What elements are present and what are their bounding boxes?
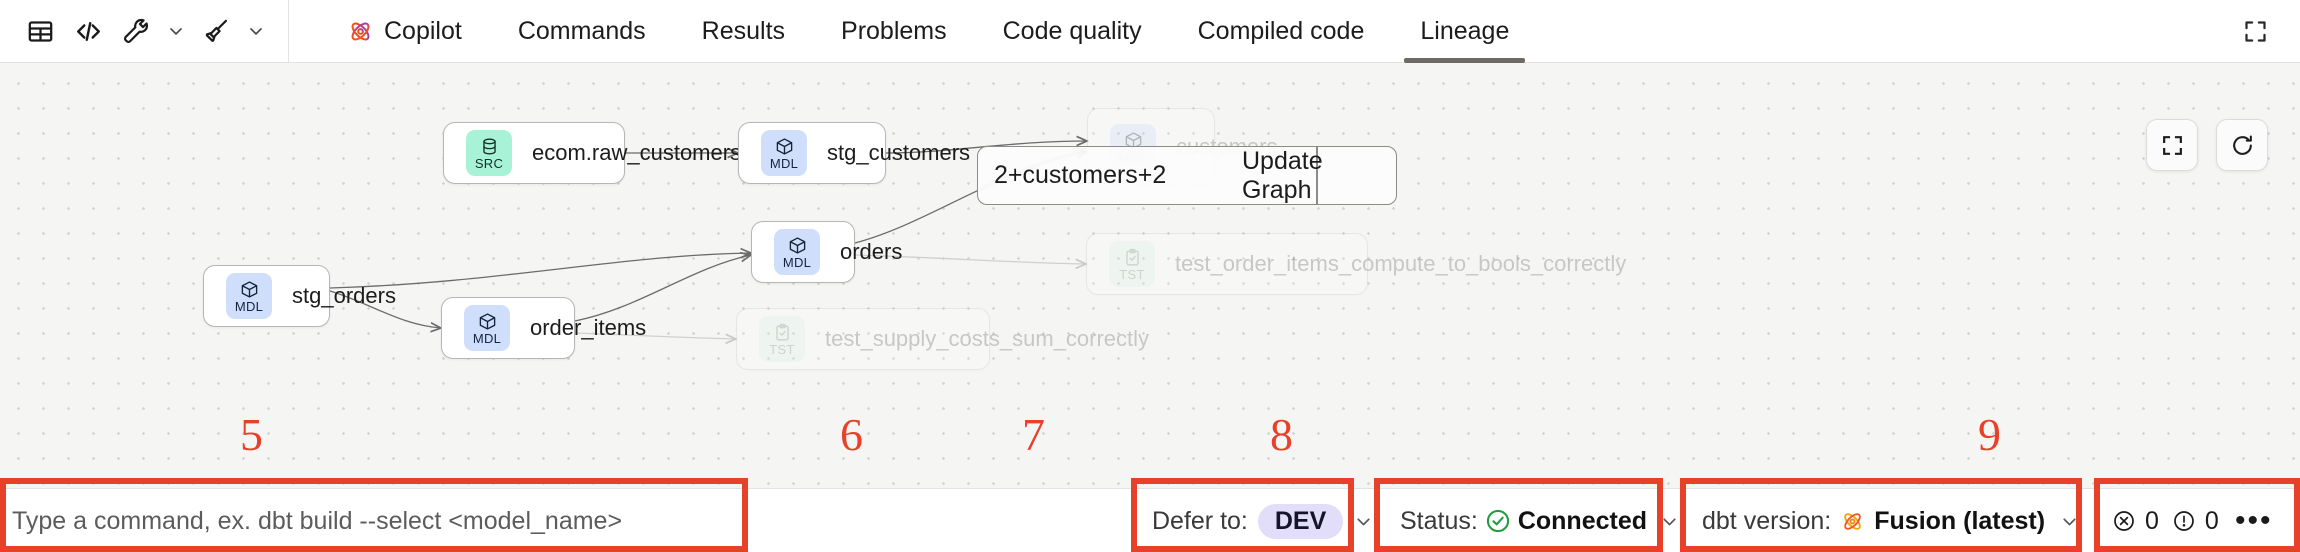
wrench-icon[interactable] <box>114 9 158 53</box>
lineage-node-test-supply-costs[interactable]: TST test_supply_costs_sum_correctly <box>736 308 1149 370</box>
error-count[interactable]: 0 <box>2112 507 2159 536</box>
chevron-down-icon <box>1659 511 1680 532</box>
annotation-number-9: 9 <box>1978 409 2001 460</box>
chevron-down-icon <box>2059 511 2080 532</box>
node-badge-type: MDL <box>472 330 502 346</box>
warning-circle-icon <box>2172 509 2196 533</box>
more-options-icon[interactable]: ••• <box>2235 504 2273 537</box>
check-circle-icon <box>1485 508 1511 534</box>
cube-icon: MDL <box>761 130 807 176</box>
tab-code-quality-label: Code quality <box>1002 16 1142 45</box>
canvas-controls <box>2146 119 2268 171</box>
wrench-chevron-icon[interactable] <box>162 11 190 51</box>
annotation-number-8: 8 <box>1270 409 1293 460</box>
broom-icon[interactable] <box>194 9 238 53</box>
annotation-number-6: 6 <box>840 409 863 460</box>
lineage-node-label: stg_orders <box>292 282 396 308</box>
tab-results-label: Results <box>701 16 786 45</box>
dbt-version-label: dbt version: <box>1702 506 1832 535</box>
defer-to-selector[interactable]: Defer to: DEV <box>1140 499 1386 543</box>
table-icon[interactable] <box>18 9 62 53</box>
broom-chevron-icon[interactable] <box>242 11 270 51</box>
command-input[interactable] <box>12 499 726 543</box>
annotation-number-5: 5 <box>240 409 263 460</box>
tab-code-quality[interactable]: Code quality <box>975 0 1170 63</box>
warning-count-value: 0 <box>2204 506 2219 535</box>
lineage-node-label: order_items <box>530 314 647 340</box>
status-label: Status: <box>1400 506 1478 535</box>
annotation-number-7: 7 <box>1022 409 1045 460</box>
node-badge-type: SRC <box>474 155 504 171</box>
chevron-down-icon <box>1353 511 1374 532</box>
toolbar-divider <box>288 0 289 63</box>
defer-to-value: DEV <box>1257 503 1344 539</box>
tab-compiled-code[interactable]: Compiled code <box>1170 0 1393 63</box>
tab-bar: Copilot Commands Results Problems Code q… <box>319 0 1537 63</box>
fit-to-screen-button[interactable] <box>2146 119 2198 171</box>
tab-lineage[interactable]: Lineage <box>1392 0 1537 63</box>
connection-status-selector[interactable]: Status: Connected <box>1388 499 1692 543</box>
cube-icon: MDL <box>774 229 820 275</box>
lineage-node-ecom-raw-customers[interactable]: SRC ecom.raw_customers <box>443 122 741 184</box>
cube-icon: MDL <box>226 273 272 319</box>
lineage-node-label: test_supply_costs_sum_correctly <box>825 325 1150 351</box>
top-toolbar: Copilot Commands Results Problems Code q… <box>0 0 2300 63</box>
refresh-graph-button[interactable] <box>2216 119 2268 171</box>
lineage-node-label: orders <box>840 238 903 264</box>
lineage-node-orders[interactable]: MDL orders <box>751 221 902 283</box>
tab-copilot-label: Copilot <box>384 16 462 45</box>
database-icon: SRC <box>466 130 512 176</box>
defer-to-label: Defer to: <box>1152 506 1248 535</box>
tab-problems[interactable]: Problems <box>813 0 975 63</box>
tab-lineage-label: Lineage <box>1420 16 1510 45</box>
clipboard-check-icon: TST <box>759 316 805 362</box>
update-graph-button[interactable]: Update Graph <box>1242 146 1323 204</box>
lineage-node-stg-orders[interactable]: MDL stg_orders <box>203 265 396 327</box>
tab-results[interactable]: Results <box>674 0 813 63</box>
node-badge-type: TST <box>1119 266 1145 282</box>
error-circle-icon <box>2112 509 2136 533</box>
node-badge-type: TST <box>769 341 795 357</box>
error-count-value: 0 <box>2145 506 2159 535</box>
lineage-node-test-order-items[interactable]: TST test_order_items_compute_to_bools_co… <box>1086 233 1626 295</box>
tab-copilot[interactable]: Copilot <box>319 0 490 63</box>
dbt-version-selector[interactable]: dbt version: Fusion (latest) <box>1690 499 2092 543</box>
lineage-node-label: ecom.raw_customers <box>532 139 742 165</box>
tab-commands[interactable]: Commands <box>490 0 674 63</box>
tab-problems-label: Problems <box>841 16 947 45</box>
node-badge-type: MDL <box>769 155 799 171</box>
lineage-node-label: stg_customers <box>827 139 971 165</box>
toolbar-icon-group <box>0 0 270 62</box>
tab-compiled-code-label: Compiled code <box>1197 16 1365 45</box>
node-badge-type: MDL <box>234 298 264 314</box>
status-value: Connected <box>1517 506 1648 535</box>
lineage-node-stg-customers[interactable]: MDL stg_customers <box>738 122 970 184</box>
lineage-canvas[interactable]: SRC ecom.raw_customers MDL stg_customers <box>0 63 2300 488</box>
cube-icon: MDL <box>464 305 510 351</box>
node-badge-type: MDL <box>782 254 812 270</box>
lineage-node-order-items[interactable]: MDL order_items <box>441 297 646 359</box>
lineage-node-label: test_order_items_compute_to_bools_correc… <box>1175 250 1627 276</box>
expand-icon[interactable] <box>2234 10 2276 52</box>
status-bar: Defer to: DEV Status: Connected dbt vers… <box>0 488 2300 552</box>
dbt-version-value: Fusion (latest) <box>1874 506 2046 535</box>
fusion-atom-icon <box>1840 509 1865 534</box>
copilot-sparkle-icon <box>347 18 374 45</box>
warning-count[interactable]: 0 <box>2172 507 2219 536</box>
diagnostics-counts: 0 0 ••• <box>2112 499 2276 543</box>
clipboard-check-icon: TST <box>1109 241 1155 287</box>
graph-overlay-divider <box>1316 147 1318 204</box>
tab-commands-label: Commands <box>517 16 646 45</box>
code-icon[interactable] <box>66 9 110 53</box>
